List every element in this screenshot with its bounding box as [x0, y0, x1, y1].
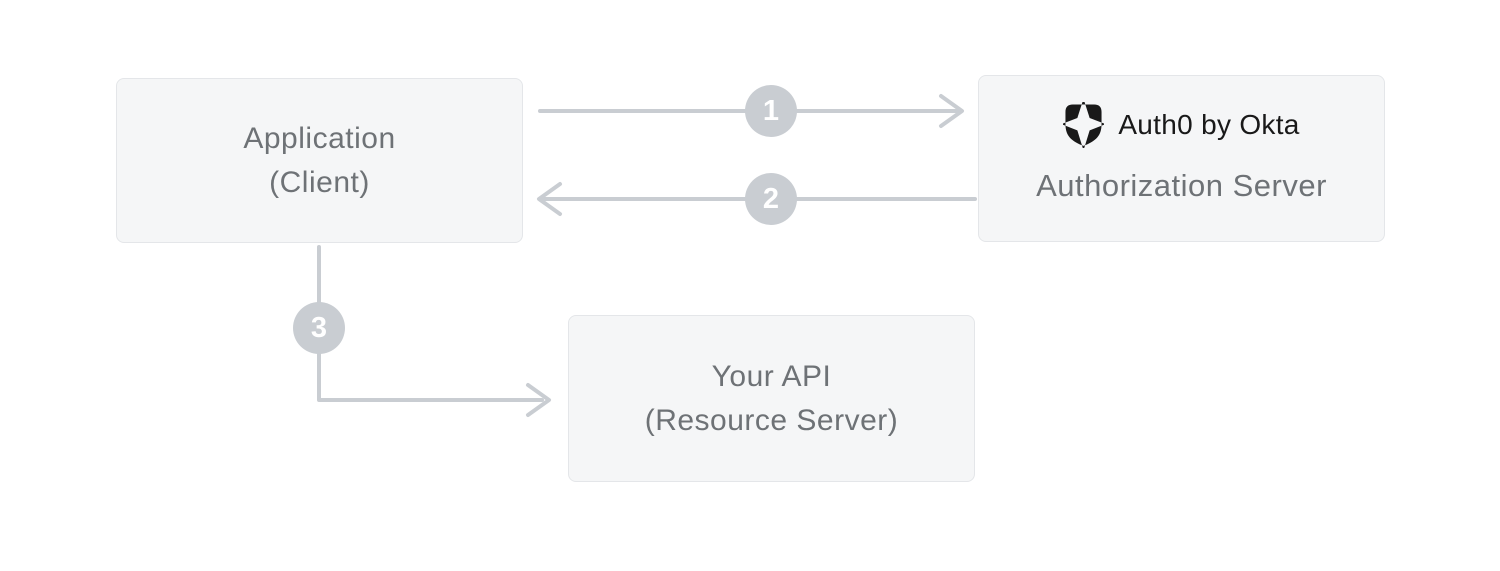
node-application: Application (Client) — [116, 78, 523, 243]
arrow-3-head-icon — [526, 383, 551, 417]
node-application-subtitle: (Client) — [269, 165, 370, 199]
node-application-title: Application — [243, 121, 396, 155]
arrow-1-head-icon — [939, 94, 964, 128]
step-1-badge: 1 — [745, 85, 797, 137]
node-your-api-title: Your API — [711, 359, 832, 393]
auth0-brand-text: Auth0 by Okta — [1118, 109, 1300, 140]
node-authorization-server-label: Authorization Server — [1036, 168, 1327, 203]
step-3-badge: 3 — [293, 302, 345, 354]
arrow-3-line — [317, 245, 544, 402]
auth0-shield-icon — [1063, 102, 1105, 148]
node-authorization-server: Auth0 by Okta Authorization Server — [978, 75, 1385, 242]
arrow-2-head-icon — [537, 182, 562, 216]
step-2-badge: 2 — [745, 173, 797, 225]
node-your-api-subtitle: (Resource Server) — [644, 403, 899, 437]
auth0-brand-row: Auth0 by Okta — [1063, 101, 1299, 149]
node-your-api: Your API (Resource Server) — [568, 315, 975, 482]
